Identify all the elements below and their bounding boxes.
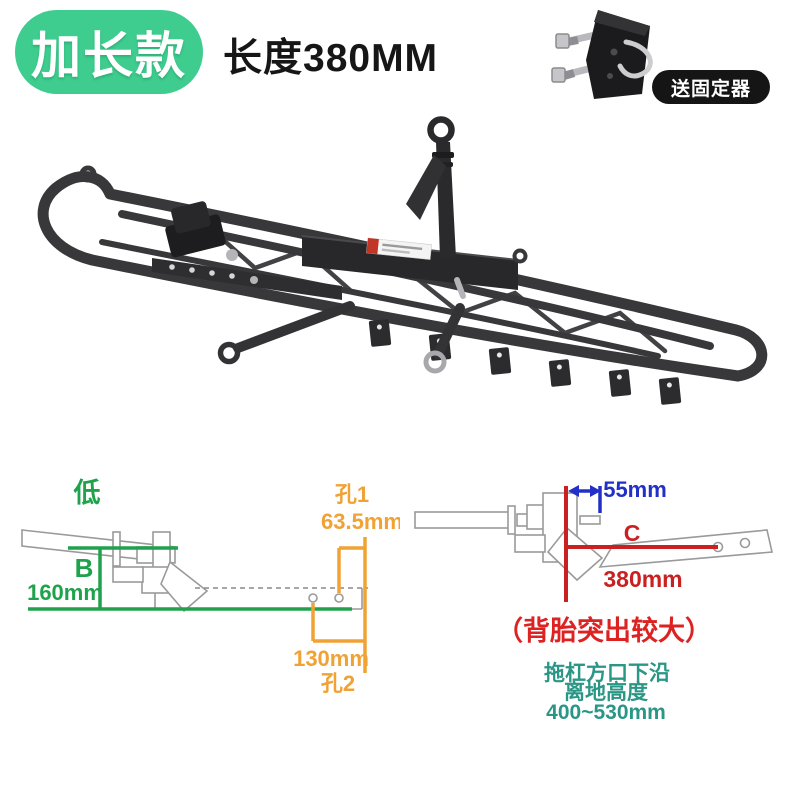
protrusion-note: （背胎突出较大） [496,615,712,646]
wheel-chock [165,201,238,261]
clamp-plate [586,10,650,99]
hole-spacing-value: 130mm [293,646,369,671]
variant-badge-label: 加长款 [31,28,187,84]
clearance-line2: 离地高度 [564,680,648,704]
left-diagram-green-lines [28,546,352,611]
clamp-u-bolt [617,39,653,79]
front-hook-icon [79,165,97,183]
support-strut [406,155,446,220]
gift-badge: 送固定器 [652,70,770,104]
eye-bolt-icon [427,116,455,144]
tie-down-arms [79,165,528,374]
offset-value: 55mm [603,477,667,502]
low-label: 低 [73,478,101,508]
roller-pin [226,249,238,261]
clearance-line1: 拖杠方口下沿 [544,661,670,685]
eye-ring-icon [217,341,241,365]
perforated-bar [152,258,342,300]
right-diagram-drawing [414,492,773,582]
carrier-post [406,116,456,258]
left-dimension-diagram: 低 B 160mm 孔1 63.5mm 130mm 孔2 [21,478,400,696]
right-diagram-red-lines [564,486,718,602]
silver-eye-ring-icon [423,350,447,374]
height-b-label: B [75,553,94,583]
length-title: 长度380MM [223,37,439,80]
carrier-product-photo [37,116,768,405]
variant-badge: 加长款 [15,10,203,94]
right-dimension-diagram: 55mm C 380mm （背胎突出较大） 拖杠方口下沿 离地高度 400~53… [414,477,773,724]
left-diagram-orange-lines [311,537,367,673]
hitch-crossbar [301,235,519,290]
offset-arrow-icon [568,485,602,513]
height-value: 160mm [27,580,103,605]
length-c-label: C [624,520,641,546]
length-value: 380mm [603,566,682,592]
clearance-line3: 400~530mm [546,701,666,724]
hole1-offset-value: 63.5mm [321,509,400,534]
hole1-label: 孔1 [335,482,369,507]
crossbar-label [366,237,432,260]
fixing-clamp-image [551,10,653,99]
hole2-label: 孔2 [321,671,355,696]
